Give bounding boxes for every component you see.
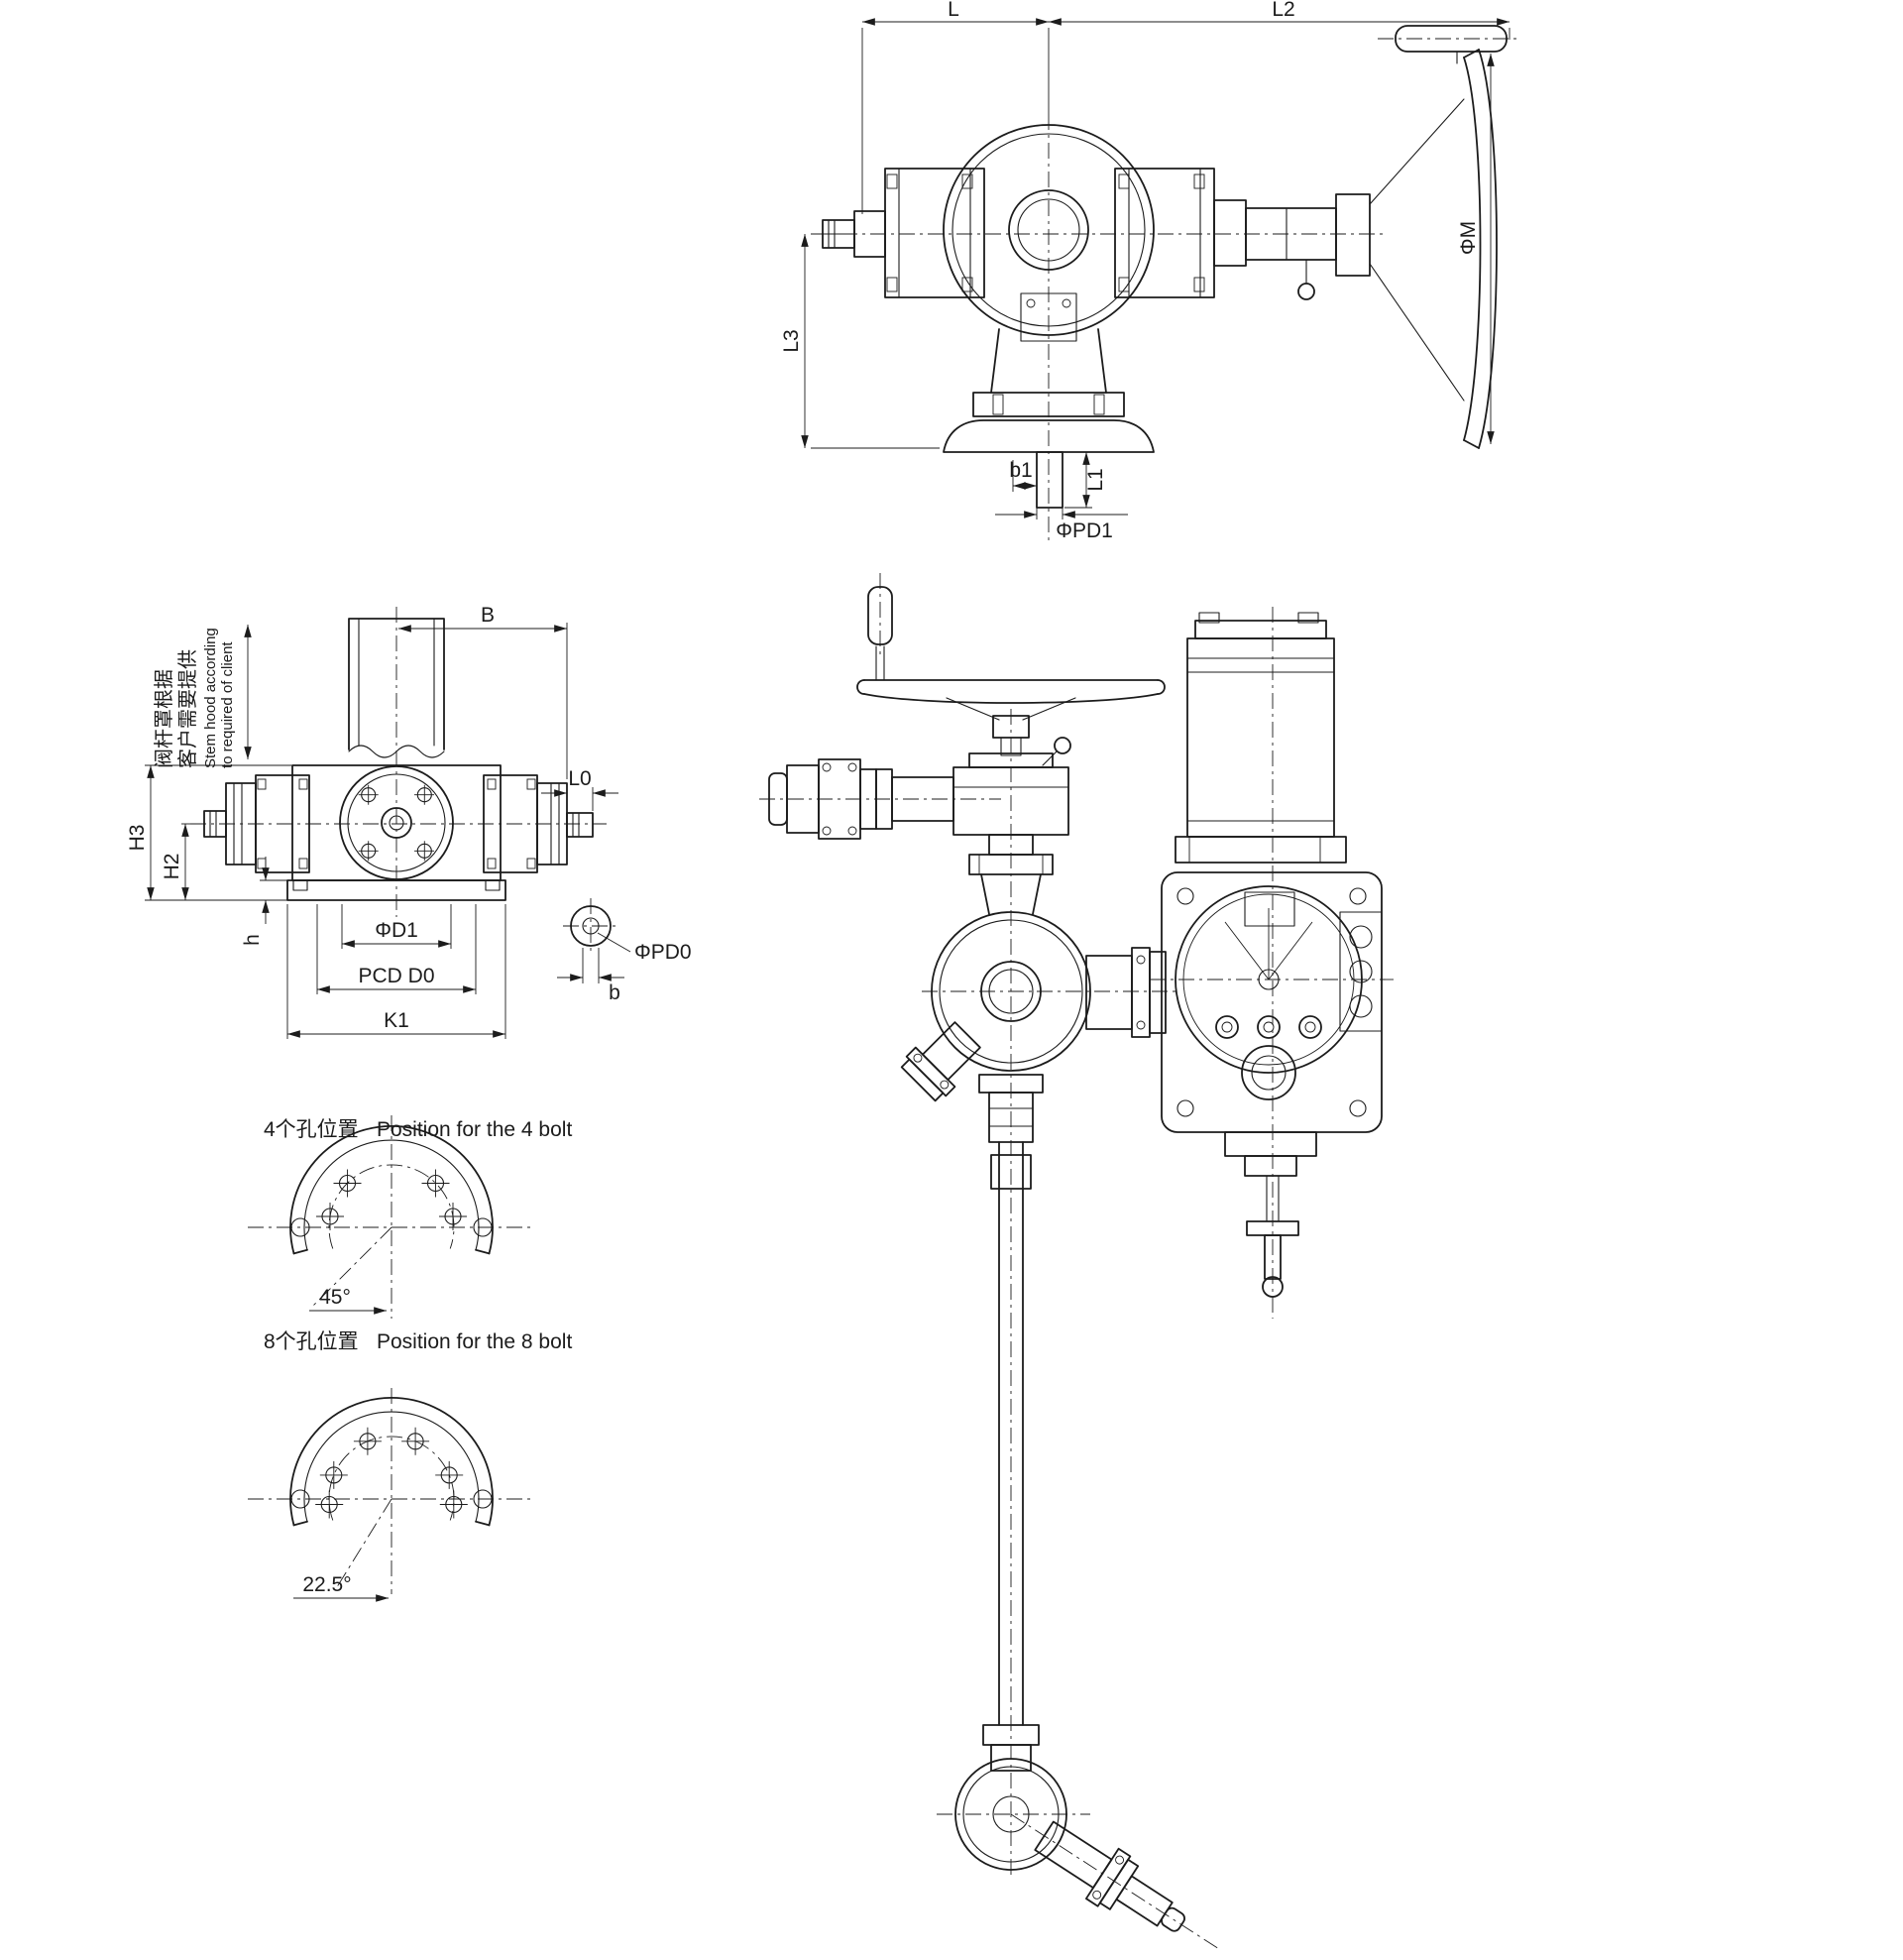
bolt8-angle: 22.5° [302, 1573, 351, 1596]
note-en-line2: to required of client [219, 641, 236, 768]
bolt-pattern-4: 4个孔位置 Position for the 4 bolt 45° [248, 1115, 572, 1319]
bolt8-title-cn: 8个孔位置 [264, 1330, 359, 1353]
dim-label-phi-pd0: ΦPD0 [634, 941, 692, 964]
dim-label-pcd-d0: PCD D0 [358, 965, 434, 987]
dim-label-h: h [241, 934, 264, 946]
dim-label-b1: b1 [1009, 459, 1032, 482]
dim-label-b-small: b [609, 981, 620, 1004]
dim-label-l: L [948, 0, 959, 21]
bolt4-angle: 45° [319, 1286, 351, 1309]
dim-label-h3: H3 [126, 825, 149, 852]
side-view: 阀杆罩根据 客户需要提供 Stem hood according to requ… [126, 604, 692, 1039]
bolt-pattern-8: 8个孔位置 Position for the 8 bolt 22.5° [248, 1330, 572, 1602]
dim-label-phi-pd1: ΦPD1 [1056, 519, 1113, 542]
bolt4-title-en: Position for the 4 bolt [377, 1118, 572, 1141]
bolt4-title-cn: 4个孔位置 [264, 1118, 359, 1141]
dim-label-l0: L0 [568, 767, 591, 790]
dim-label-h2: H2 [161, 854, 183, 880]
assembly-view [759, 573, 1394, 1950]
note-en-line1: Stem hood according [202, 628, 219, 768]
dim-label-k1: K1 [384, 1009, 409, 1032]
dim-label-phi-d1: ΦD1 [375, 919, 418, 942]
dim-label-phi-m: ΦM [1457, 221, 1480, 255]
bolt8-title-en: Position for the 8 bolt [377, 1330, 572, 1353]
dim-label-l1: L1 [1084, 468, 1107, 491]
dim-label-b-cap: B [481, 604, 495, 627]
note-cn-line1: 阀杆罩根据 [153, 669, 175, 768]
dim-label-l2: L2 [1272, 0, 1294, 21]
dim-label-l3: L3 [780, 329, 803, 352]
note-cn-line2: 客户需要提供 [176, 649, 199, 768]
front-view: L L2 ΦM [780, 0, 1520, 542]
